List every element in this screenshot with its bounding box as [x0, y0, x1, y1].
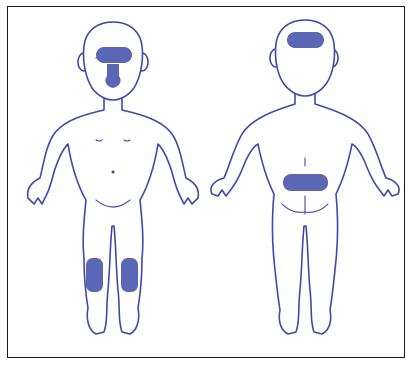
- front-nose-mouth-region: [105, 64, 120, 88]
- front-left-knee-region: [86, 258, 103, 292]
- front-figure: [28, 22, 199, 334]
- back-head: [275, 20, 334, 96]
- front-forehead-region: [96, 47, 132, 63]
- back-head-region: [287, 32, 324, 48]
- front-right-knee-region: [121, 258, 138, 292]
- back-lower-back-region: [283, 174, 328, 191]
- back-figure: [211, 20, 399, 334]
- front-navel: [112, 171, 115, 174]
- front-body-outline: [28, 98, 199, 334]
